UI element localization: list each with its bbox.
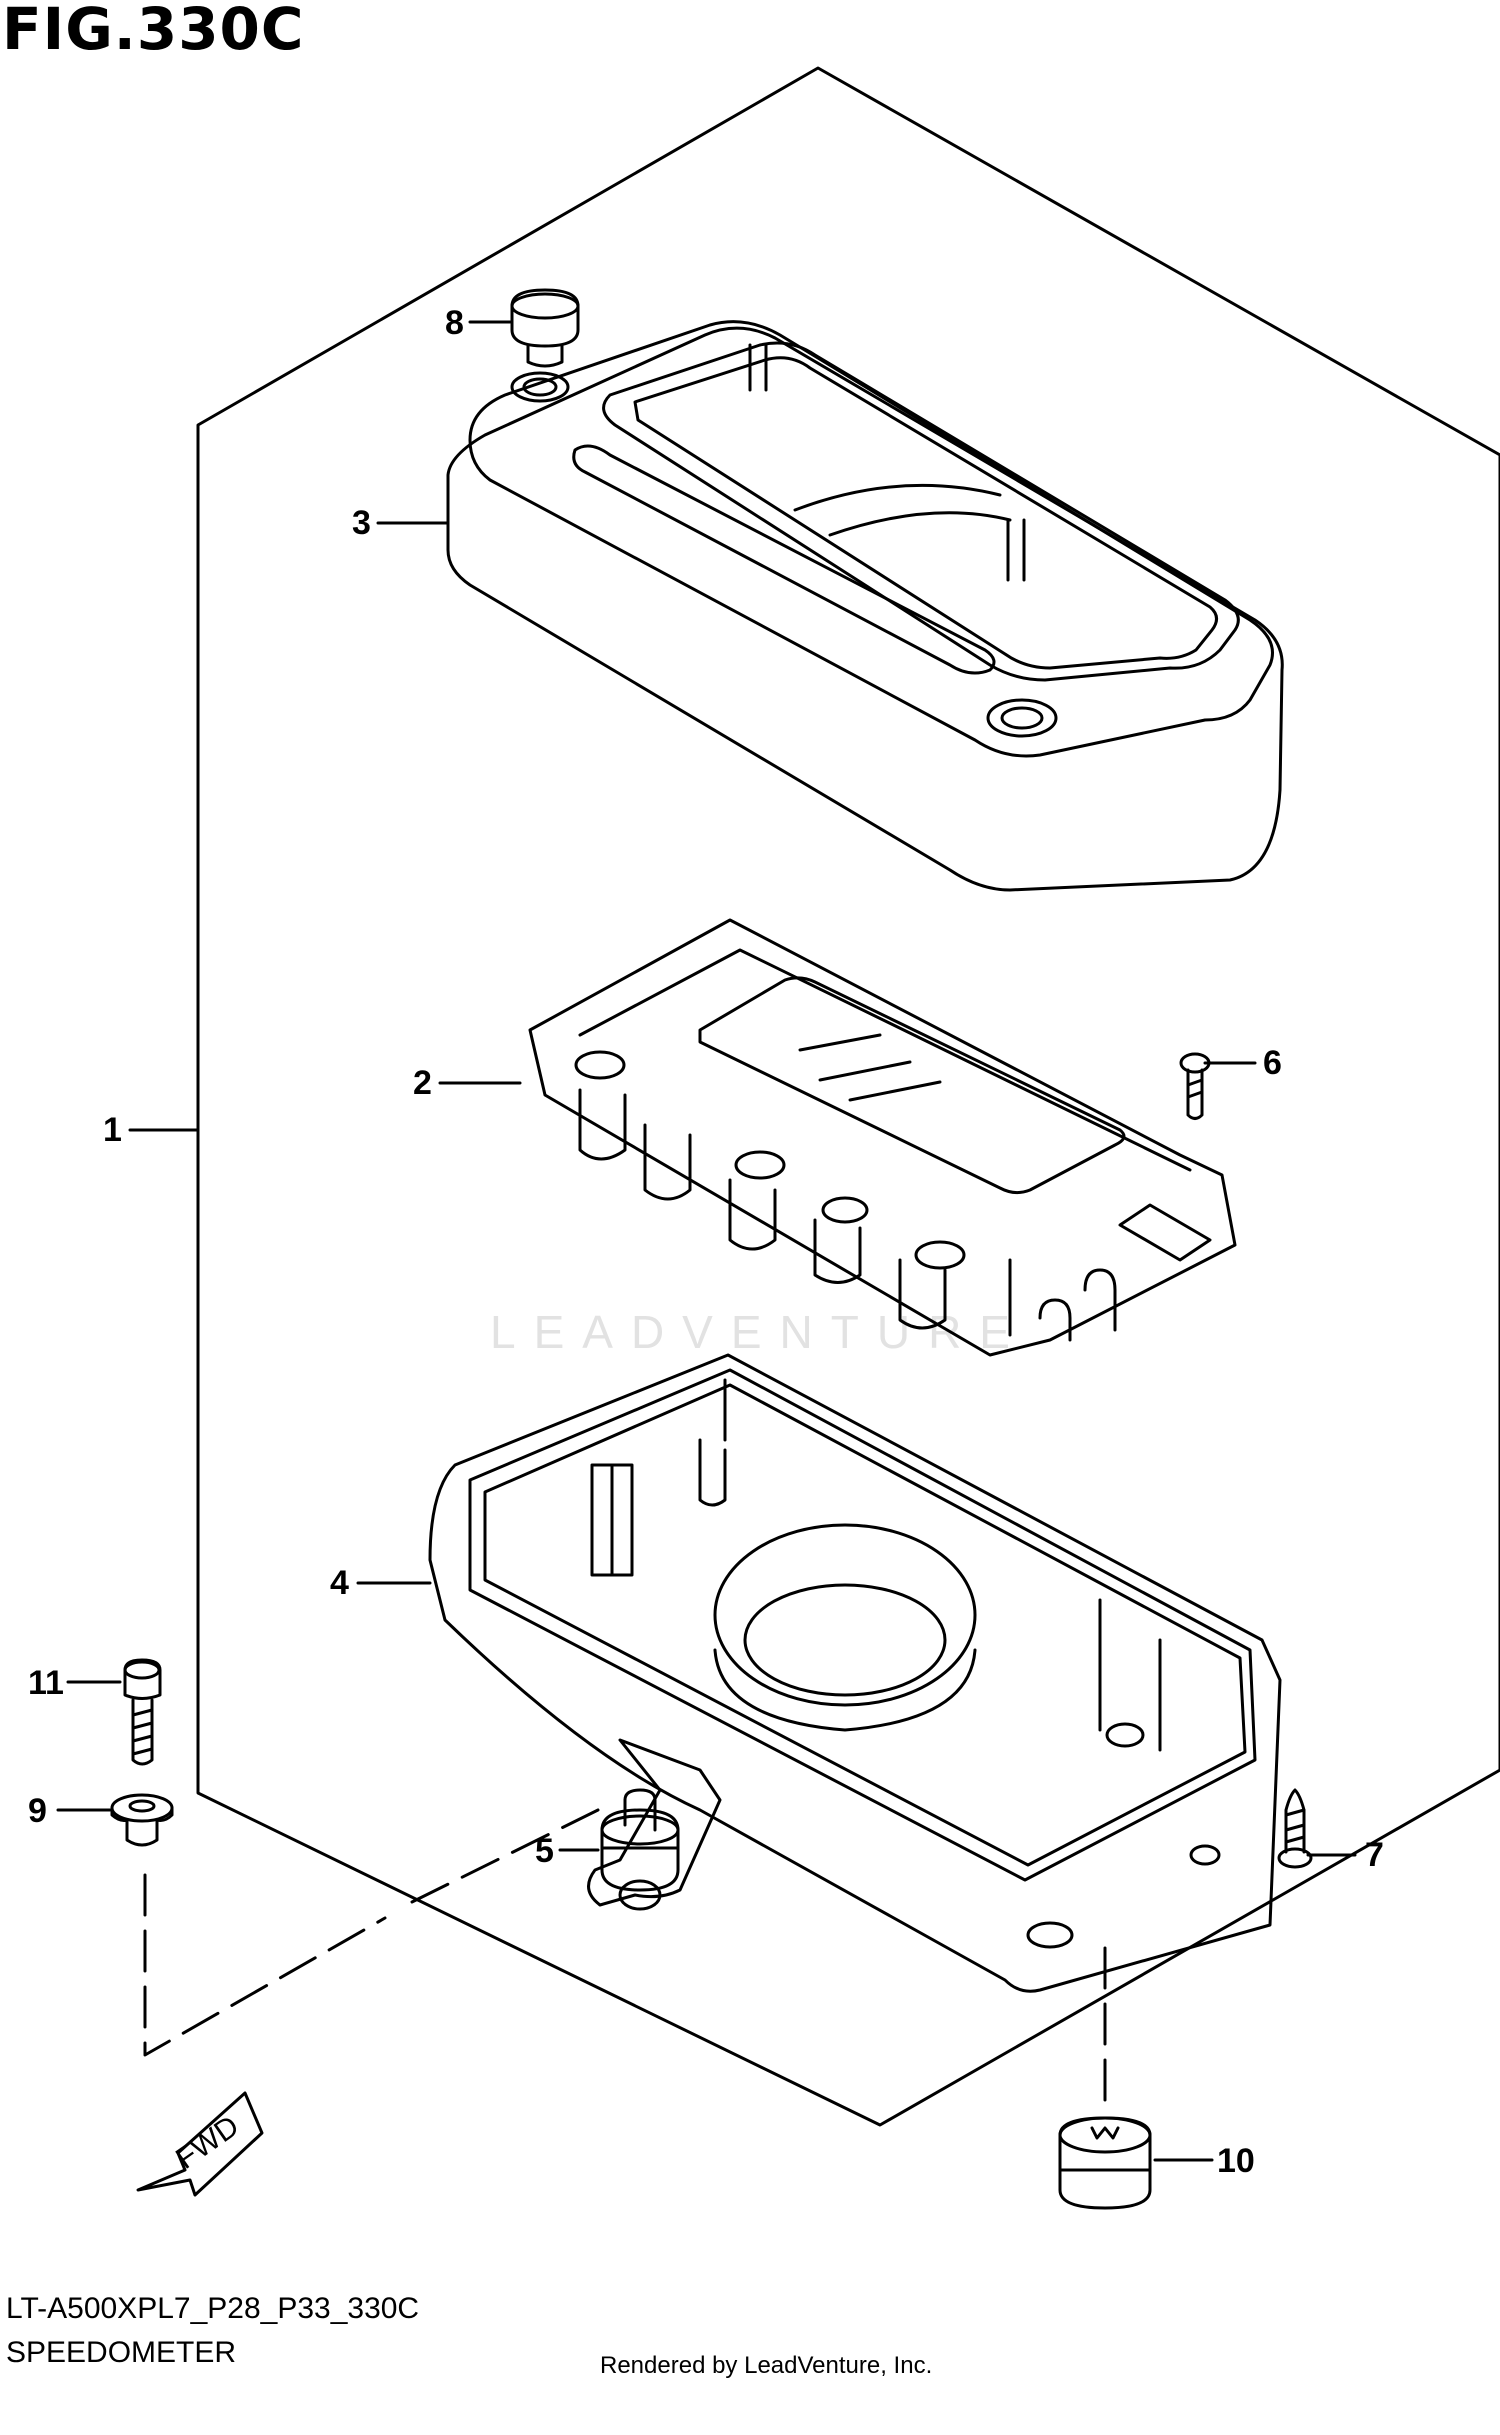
callout-3: 3 bbox=[352, 504, 371, 542]
callout-8: 8 bbox=[445, 304, 464, 342]
figure-title: FIG.330C bbox=[2, 0, 305, 63]
forward-arrow bbox=[136, 2091, 264, 2197]
part-2-meter-unit bbox=[528, 918, 1237, 1357]
dash-line-9 bbox=[143, 1873, 387, 2057]
callout-9: 9 bbox=[28, 1792, 47, 1830]
model-code: LT-A500XPL7_P28_P33_330C bbox=[6, 2292, 420, 2325]
section-name: SPEEDOMETER bbox=[6, 2336, 237, 2369]
callout-4: 4 bbox=[330, 1564, 349, 1602]
part-7-screw bbox=[1277, 1788, 1313, 1869]
part-4-lower-case bbox=[428, 1353, 1282, 1993]
callout-11: 11 bbox=[28, 1664, 64, 1702]
part-5-grommet bbox=[600, 1788, 680, 1892]
part-9-collar bbox=[110, 1793, 174, 1847]
rendered-by-credit: Rendered by LeadVenture, Inc. bbox=[600, 2352, 933, 2379]
part-11-bolt bbox=[123, 1658, 162, 1766]
callout-1: 1 bbox=[103, 1111, 122, 1149]
callout-10: 10 bbox=[1217, 2142, 1255, 2180]
callout-5: 5 bbox=[535, 1832, 554, 1870]
part-3-lens-cover bbox=[446, 320, 1284, 892]
assembly-outline bbox=[196, 66, 1500, 2127]
part-10-cap bbox=[1058, 2116, 1152, 2210]
callout-7: 7 bbox=[1365, 1836, 1384, 1874]
callout-6: 6 bbox=[1263, 1044, 1282, 1082]
part-6-screw bbox=[1179, 1052, 1211, 1120]
dash-line-5 bbox=[410, 1808, 600, 1904]
part-8-cap-nut bbox=[510, 288, 580, 368]
fwd-arrow-label: FWD bbox=[170, 2110, 245, 2176]
callout-2: 2 bbox=[413, 1064, 432, 1102]
